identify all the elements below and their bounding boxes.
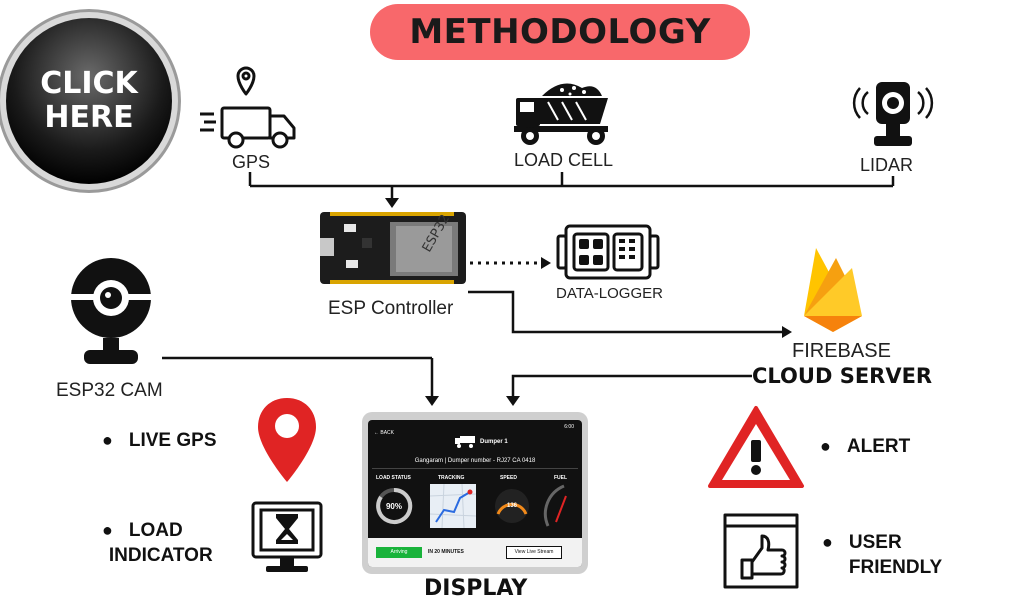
data-logger-icon — [556, 224, 660, 280]
status-bar: Arriving IN 20 MINUTES View Live Stream — [368, 538, 582, 567]
display-tablet: ← BACK 6:00 Dumper 1 Gangaram | Dumper n… — [362, 412, 588, 574]
time-readout: 6:00 — [564, 424, 574, 430]
feature-user-friendly-line1: USER — [848, 532, 902, 553]
panel-tracking: TRACKING — [438, 475, 465, 481]
click-here-button[interactable]: CLICK HERE — [6, 18, 172, 184]
bullet-icon: ● — [822, 532, 833, 552]
feature-load-indicator-line1: LOAD — [128, 520, 183, 541]
location-pin-icon — [258, 398, 316, 482]
feature-user-friendly: ● USER FRIENDLY — [822, 530, 942, 580]
panel-speed: SPEED — [500, 475, 517, 481]
webcam-icon — [71, 258, 151, 364]
divider — [372, 468, 578, 469]
fuel-gauge — [543, 484, 567, 527]
click-here-line2: HERE — [44, 100, 134, 135]
arriving-badge: Arriving — [376, 547, 422, 558]
eta-text: IN 20 MINUTES — [428, 549, 464, 555]
feature-load-indicator: ● LOAD INDICATOR — [102, 518, 213, 568]
display-screen: ← BACK 6:00 Dumper 1 Gangaram | Dumper n… — [368, 420, 582, 567]
load-gauge — [376, 487, 413, 524]
view-live-stream-button[interactable]: View Live Stream — [506, 546, 562, 559]
bullet-icon: ● — [102, 430, 113, 450]
load-percent: 90% — [385, 502, 402, 511]
load-cell-label: LOAD CELL — [514, 150, 614, 170]
display-label: DISPLAY — [424, 576, 528, 601]
firebase-icon — [804, 248, 862, 332]
back-button[interactable]: ← BACK — [374, 430, 395, 436]
panel-load-status: LOAD STATUS — [376, 475, 411, 481]
bullet-icon: ● — [102, 520, 113, 540]
lidar-label: LIDAR — [860, 155, 914, 175]
feature-live-gps-label: LIVE GPS — [128, 430, 217, 451]
bullet-icon: ● — [820, 436, 831, 456]
tracking-map[interactable] — [429, 483, 477, 529]
panel-fuel: FUEL — [554, 475, 568, 481]
gps-label: GPS — [232, 152, 271, 172]
page-title: METHODOLOGY — [409, 12, 711, 52]
esp32-cam-label: ESP32 CAM — [56, 380, 163, 401]
feature-alert: ● ALERT — [820, 434, 910, 459]
truck-icon — [200, 66, 296, 149]
feature-user-friendly-line2: FRIENDLY — [848, 557, 943, 578]
esp-controller-label: ESP Controller — [328, 298, 454, 319]
title-banner: METHODOLOGY — [370, 4, 750, 60]
speed-gauge — [495, 489, 529, 523]
vehicle-name: Dumper 1 — [480, 439, 508, 445]
lidar-icon — [852, 82, 934, 146]
dump-truck-icon — [514, 83, 608, 145]
speed-value: 136 — [506, 503, 517, 509]
click-here-line1: CLICK — [40, 66, 138, 101]
firebase-label: FIREBASE — [792, 340, 891, 362]
vehicle-subtitle: Gangaram | Dumper number - RJ27 CA 0418 — [414, 458, 536, 464]
hourglass-monitor-icon — [251, 501, 323, 572]
thumbs-up-window-icon — [723, 513, 799, 589]
alert-icon — [708, 406, 804, 488]
cloud-server-label: CLOUD SERVER — [752, 364, 933, 388]
feature-live-gps: ● LIVE GPS — [102, 428, 217, 453]
dump-truck-small-icon — [455, 436, 475, 448]
feature-alert-label: ALERT — [846, 436, 911, 457]
feature-load-indicator-line2: INDICATOR — [108, 545, 213, 566]
esp32-board: ESP32 — [320, 212, 466, 284]
data-logger-label: DATA-LOGGER — [556, 285, 663, 302]
